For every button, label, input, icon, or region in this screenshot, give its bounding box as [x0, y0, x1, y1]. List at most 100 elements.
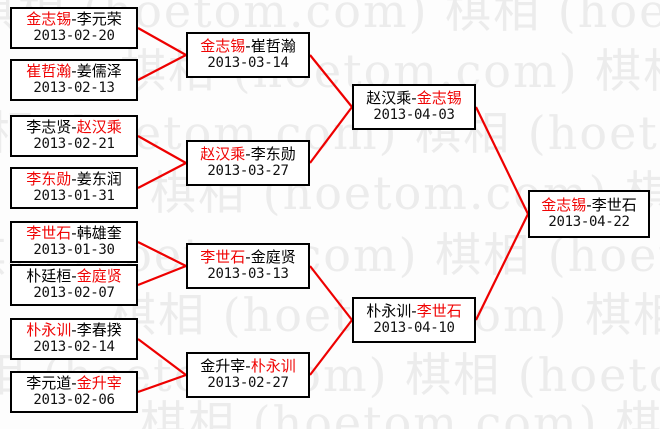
match-players-r1m4: 李东勋-姜东润	[26, 170, 122, 189]
match-players-r1m6: 朴廷桓-金庭贤	[26, 267, 122, 286]
player-left-r1m8: 李元道	[26, 374, 72, 393]
player-left-r1m6: 朴廷桓	[26, 267, 72, 286]
player-separator: -	[71, 321, 77, 340]
player-right-r1m1: 李元荣	[76, 10, 122, 29]
player-separator: -	[411, 302, 417, 321]
player-left-r3m1: 赵汉乘	[366, 89, 412, 108]
player-left-r2m4: 金升宰	[200, 357, 246, 376]
player-separator: -	[411, 89, 417, 108]
match-players-r1m1: 金志锡-李元荣	[26, 10, 122, 29]
connector-line-r1m4-to-r2m2	[137, 162, 187, 189]
player-right-r4m1: 李世石	[591, 196, 637, 215]
match-players-r4m1: 金志锡-李世石	[541, 196, 637, 215]
player-left-r4m1: 金志锡	[541, 196, 587, 215]
match-players-r2m1: 金志锡-崔哲瀚	[200, 37, 296, 56]
player-right-r1m6: 金庭贤	[76, 267, 122, 286]
player-right-r1m4: 姜东润	[76, 170, 122, 189]
match-date-r1m4: 2013-01-31	[33, 188, 115, 205]
player-right-r2m3: 金庭贤	[250, 248, 296, 267]
player-right-r2m1: 崔哲瀚	[250, 37, 296, 56]
match-date-r1m3: 2013-02-21	[33, 136, 115, 153]
player-separator: -	[245, 357, 251, 376]
match-players-r2m3: 李世石-金庭贤	[200, 248, 296, 267]
player-separator: -	[71, 170, 77, 189]
player-left-r1m1: 金志锡	[26, 10, 72, 29]
connector-line-r1m7-to-r2m4	[137, 338, 187, 376]
player-left-r2m2: 赵汉乘	[200, 145, 246, 164]
player-right-r2m2: 李东勋	[250, 145, 296, 164]
player-left-r2m1: 金志锡	[200, 37, 246, 56]
connector-line-r1m5-to-r2m3	[137, 241, 187, 267]
match-date-r3m2: 2013-04-10	[373, 320, 455, 337]
connector-line-r1m1-to-r2m1	[137, 27, 187, 56]
match-date-r2m4: 2013-02-27	[207, 375, 289, 392]
match-date-r1m1: 2013-02-20	[33, 28, 115, 45]
player-separator: -	[71, 62, 77, 81]
player-left-r1m7: 朴永训	[26, 321, 72, 340]
match-date-r1m7: 2013-02-14	[33, 339, 115, 356]
player-left-r1m3: 李志贤	[26, 118, 72, 137]
player-left-r2m3: 李世石	[200, 248, 246, 267]
match-players-r3m2: 朴永训-李世石	[366, 302, 462, 321]
match-date-r1m8: 2013-02-06	[33, 392, 115, 409]
connector-line-r1m2-to-r2m1	[137, 54, 187, 81]
match-players-r3m1: 赵汉乘-金志锡	[366, 89, 461, 108]
player-separator: -	[71, 267, 77, 286]
player-separator: -	[245, 248, 251, 267]
connector-line-r1m8-to-r2m4	[137, 373, 187, 394]
connector-line-r3m1-to-r4m1	[475, 106, 529, 215]
match-players-r2m2: 赵汉乘-李东勋	[200, 145, 296, 164]
player-separator: -	[245, 37, 251, 56]
match-date-r4m1: 2013-04-22	[548, 214, 630, 231]
match-date-r1m6: 2013-02-07	[33, 285, 115, 302]
connector-line-r2m4-to-r3m2	[309, 319, 353, 376]
match-players-r2m4: 金升宰-朴永训	[200, 357, 295, 376]
match-date-r2m2: 2013-03-27	[207, 163, 289, 180]
player-separator: -	[71, 118, 77, 137]
match-players-r1m3: 李志贤-赵汉乘	[26, 118, 122, 137]
player-separator: -	[245, 145, 251, 164]
connector-line-r3m2-to-r4m1	[475, 213, 529, 321]
player-separator: -	[71, 374, 77, 393]
connector-line-r2m2-to-r3m1	[309, 106, 353, 164]
connector-line-r2m1-to-r3m1	[309, 54, 353, 108]
player-right-r3m2: 李世石	[416, 302, 462, 321]
player-left-r3m2: 朴永训	[366, 302, 412, 321]
match-date-r2m3: 2013-03-13	[207, 266, 289, 283]
player-separator: -	[586, 196, 592, 215]
match-players-r1m8: 李元道-金升宰	[26, 374, 122, 393]
player-right-r1m2: 姜儒泽	[76, 62, 122, 81]
player-left-r1m2: 崔哲瀚	[26, 62, 72, 81]
match-players-r1m5: 李世石-韩雄奎	[26, 224, 121, 243]
player-right-r1m8: 金升宰	[76, 374, 122, 393]
player-separator: -	[71, 10, 77, 29]
player-separator: -	[71, 224, 77, 243]
player-left-r1m5: 李世石	[26, 224, 72, 243]
connector-line-r1m3-to-r2m2	[137, 135, 187, 164]
match-players-r1m2: 崔哲瀚-姜儒泽	[26, 62, 122, 81]
match-date-r1m5: 2013-01-30	[33, 242, 115, 259]
match-date-r2m1: 2013-03-14	[207, 55, 289, 72]
match-date-r1m2: 2013-02-13	[33, 80, 115, 97]
player-right-r1m3: 赵汉乘	[76, 118, 122, 137]
player-right-r1m7: 李春揆	[76, 321, 122, 340]
connector-line-r1m6-to-r2m3	[137, 264, 187, 287]
connector-line-r2m3-to-r3m2	[309, 265, 353, 321]
